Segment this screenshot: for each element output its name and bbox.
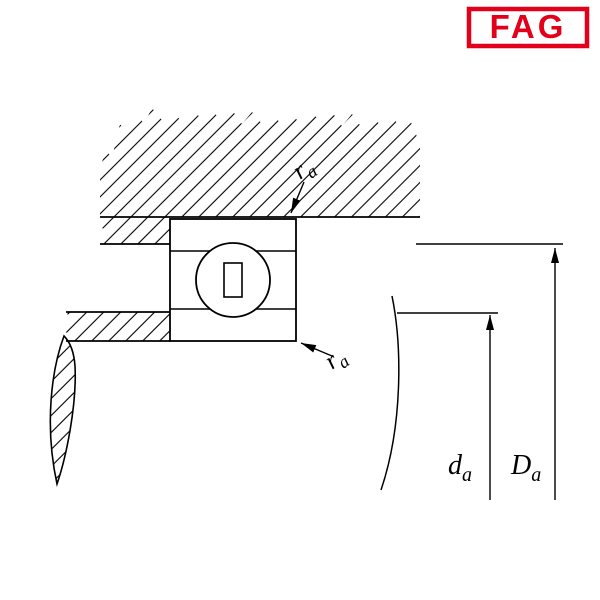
Da-symbol: D xyxy=(510,450,531,481)
dimension-labels: ra ra da Da xyxy=(288,157,542,486)
Da-subscript: a xyxy=(531,464,541,486)
housing-section-hatch xyxy=(100,108,420,217)
da-subscript: a xyxy=(462,464,472,486)
fag-logo-text: FAG xyxy=(490,8,567,45)
ra-top-leader xyxy=(290,181,305,214)
da-symbol: d xyxy=(448,450,463,481)
da-label: da xyxy=(448,450,472,486)
ball-center-mark xyxy=(223,262,243,298)
shaft-break-section xyxy=(49,334,77,487)
fag-logo: FAG xyxy=(466,6,590,49)
ra-bottom-leader xyxy=(300,342,333,357)
Da-label: Da xyxy=(510,450,541,486)
shaft-shoulder-hatch xyxy=(63,312,170,341)
dimension-lines xyxy=(290,181,563,500)
ra-bottom-label: ra xyxy=(320,342,353,378)
housing-break-curve xyxy=(380,295,400,491)
drawing-outlines xyxy=(49,216,420,491)
fag-logo-frame xyxy=(466,6,590,49)
housing-shoulder-hatch xyxy=(98,217,170,244)
